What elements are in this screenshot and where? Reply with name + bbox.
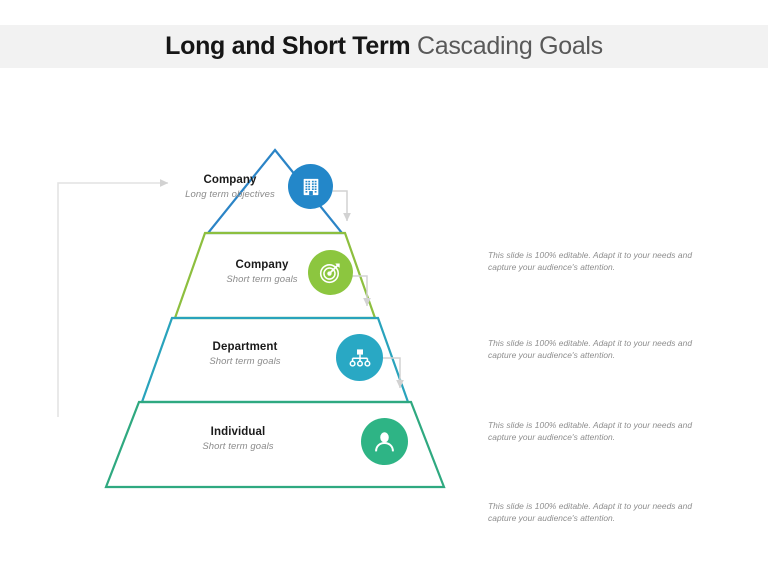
- page-title: Long and Short Term Cascading Goals: [0, 25, 768, 68]
- pyramid-level-2-label: Company Short term goals: [152, 258, 372, 287]
- target-dart-icon-badge[interactable]: [308, 250, 353, 295]
- org-chart-icon-badge[interactable]: [336, 334, 383, 381]
- pyramid-level-4-title: Individual: [210, 426, 266, 438]
- cascade-connector-2: [352, 275, 371, 307]
- description-text-1: This slide is 100% editable. Adapt it to…: [488, 250, 693, 272]
- pyramid-level-3-subtitle: Short term goals: [209, 356, 281, 367]
- pyramid-level-3-title: Department: [212, 341, 278, 353]
- user-person-icon: [372, 429, 397, 454]
- pyramid-level-1-subtitle: Long term objectives: [185, 189, 275, 200]
- page-title-light: Cascading Goals: [410, 32, 603, 60]
- pyramid-level-2-subtitle: Short term goals: [226, 274, 298, 285]
- target-dart-icon: [318, 260, 343, 285]
- page-title-strong: Long and Short Term: [165, 32, 411, 60]
- description-block-3: This slide is 100% editable. Adapt it to…: [488, 420, 720, 443]
- pyramid-level-1-label: Company Long term objectives: [120, 173, 340, 202]
- office-building-icon: [300, 176, 322, 198]
- pyramid-diagram: [57, 148, 446, 489]
- pyramid-level-4-label: Individual Short term goals: [128, 425, 348, 454]
- diagram-stage: Company Long term objectives Company Sho…: [0, 68, 768, 576]
- description-text-4: This slide is 100% editable. Adapt it to…: [488, 501, 693, 523]
- pyramid-level-2-title: Company: [235, 259, 289, 271]
- left-feedback-connector: [57, 179, 169, 417]
- office-building-icon-badge[interactable]: [288, 164, 333, 209]
- header-band: [0, 25, 768, 68]
- description-block-4: This slide is 100% editable. Adapt it to…: [488, 501, 720, 524]
- description-text-3: This slide is 100% editable. Adapt it to…: [488, 420, 693, 442]
- org-chart-icon: [348, 346, 372, 370]
- pyramid-level-4-subtitle: Short term goals: [202, 441, 274, 452]
- cascade-connector-1: [333, 190, 351, 222]
- description-text-2: This slide is 100% editable. Adapt it to…: [488, 338, 693, 360]
- description-block-1: This slide is 100% editable. Adapt it to…: [488, 250, 720, 273]
- pyramid-level-4-shape: [104, 400, 446, 489]
- description-block-2: This slide is 100% editable. Adapt it to…: [488, 338, 720, 361]
- user-person-icon-badge[interactable]: [361, 418, 408, 465]
- pyramid-level-1-title: Company: [203, 174, 257, 186]
- pyramid-level-3-label: Department Short term goals: [135, 340, 355, 369]
- cascade-connector-3: [383, 357, 404, 389]
